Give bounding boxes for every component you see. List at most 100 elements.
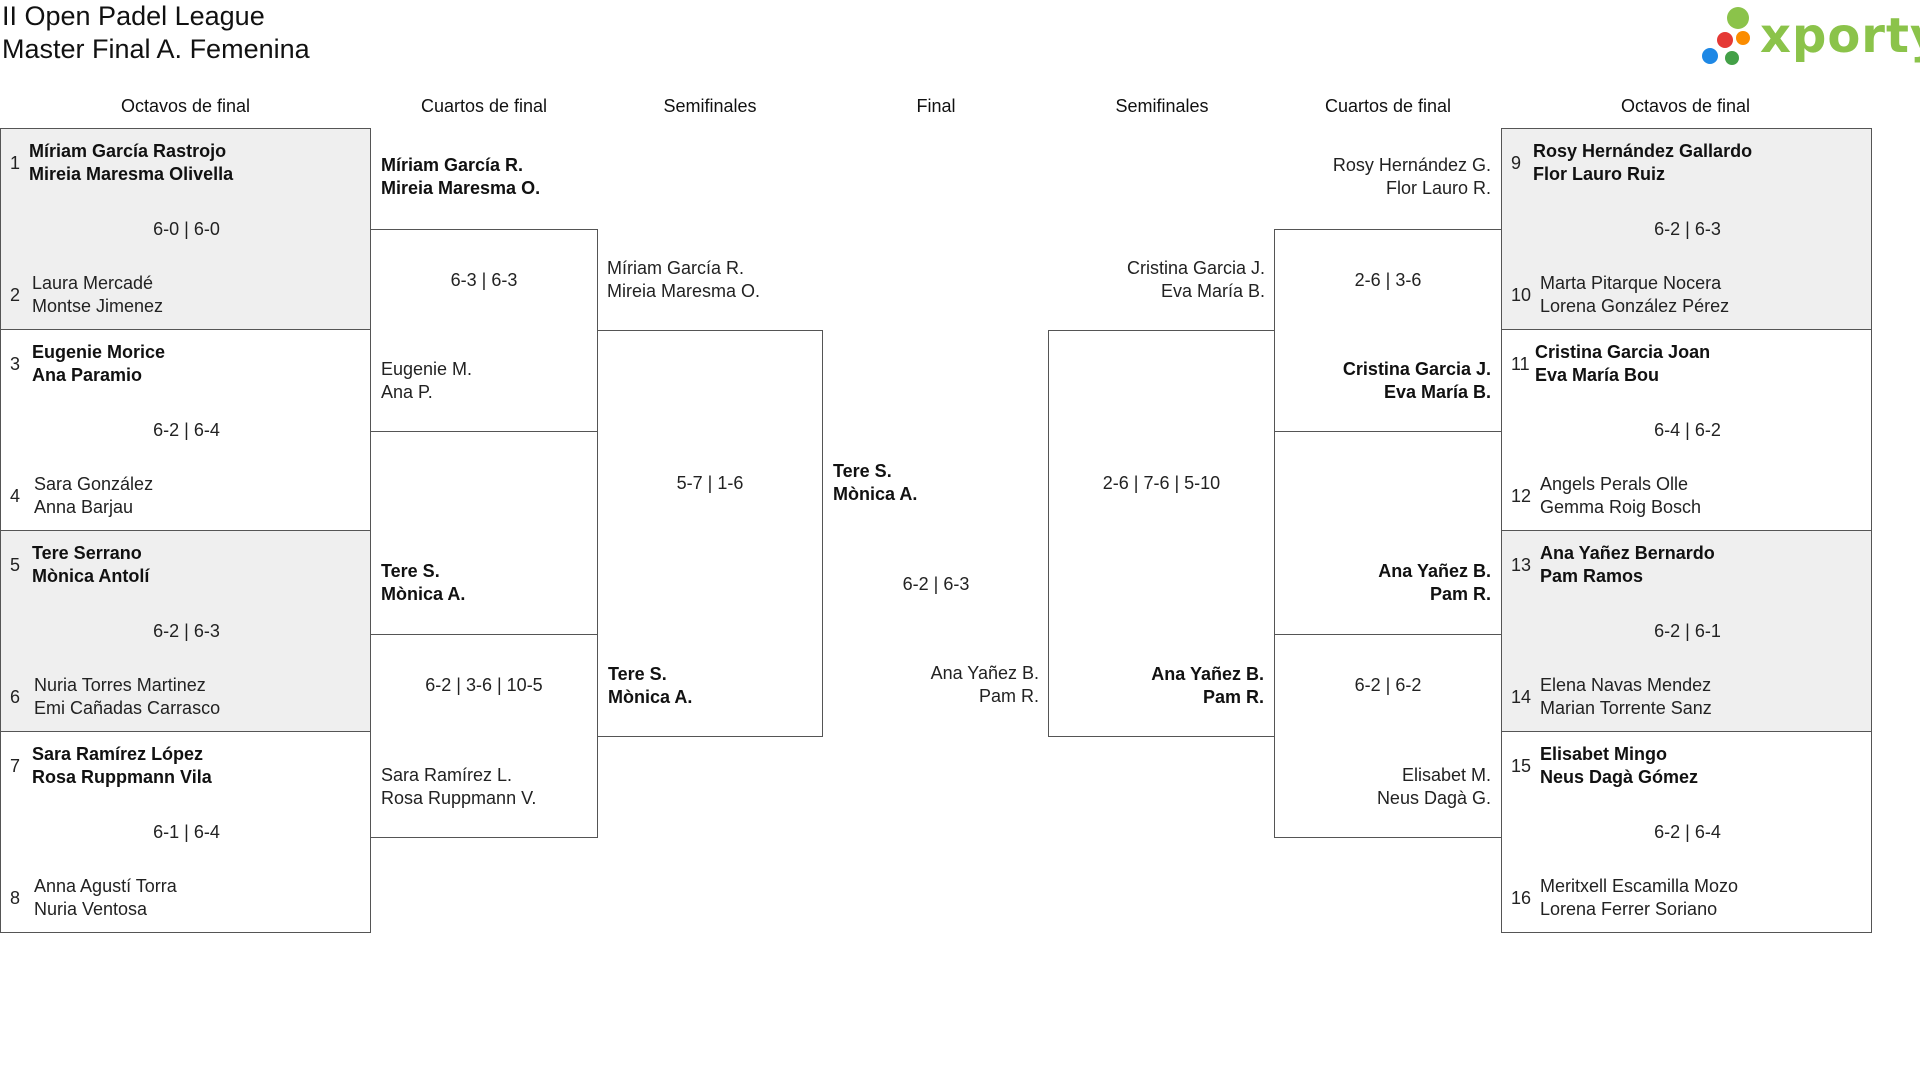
- team-a-player-1: Míriam García Rastrojo: [29, 141, 227, 161]
- match-score: 2-6 | 7-6 | 5-10: [1102, 473, 1221, 493]
- team-b-player-1: Anna Agustí Torra: [34, 876, 177, 896]
- match-score: 6-2 | 3-6 | 10-5: [425, 675, 543, 695]
- team-b-player-2: Marian Torrente Sanz: [1540, 698, 1712, 718]
- team-b-player-2: Rosa Ruppmann V.: [381, 788, 537, 808]
- seed-number: 12: [1511, 486, 1532, 506]
- right-r16-match-2[interactable]: 11 Cristina Garcia Joan Eva María Bou 6-…: [1501, 329, 1872, 531]
- seed-number: 5: [10, 555, 21, 575]
- match-score: 6-2 | 6-4: [153, 420, 220, 440]
- right-sf-team-a-player-1: Cristina Garcia J.: [1126, 258, 1265, 278]
- page-title: II Open Padel League Master Final A. Fem…: [2, 0, 310, 66]
- col-header-right-r16: Octavos de final: [1620, 96, 1751, 116]
- team-a-player-2: Rosa Ruppmann Vila: [32, 767, 212, 787]
- seed-number: 4: [10, 486, 21, 506]
- match-score: 6-0 | 6-0: [153, 219, 220, 239]
- right-r16-match-3[interactable]: 13 Ana Yañez Bernardo Pam Ramos 6-2 | 6-…: [1501, 530, 1872, 732]
- team-b-player-2: Nuria Ventosa: [34, 899, 148, 919]
- team-b-player-2: Gemma Roig Bosch: [1540, 497, 1702, 517]
- final-team-a-player-1: Tere S.: [833, 461, 892, 481]
- final-score: 6-2 | 6-3: [902, 574, 970, 594]
- left-qf-match-1[interactable]: 6-3 | 6-3 Eugenie M. Ana P.: [370, 229, 598, 432]
- right-qf-match-1[interactable]: 2-6 | 3-6 Cristina Garcia J. Eva María B…: [1274, 229, 1502, 432]
- team-a-player-2: Mònica Antolí: [32, 566, 150, 586]
- seed-number: 15: [1511, 756, 1532, 776]
- left-qf-2-team-a-player-2: Mònica A.: [381, 584, 466, 604]
- team-b-player-2: Ana P.: [381, 382, 433, 402]
- xporty-logo: xporty: [1698, 4, 1920, 70]
- team-a-player-1: Tere Serrano: [32, 543, 142, 563]
- match-score: 6-2 | 6-2: [1354, 675, 1422, 695]
- seed-number: 6: [10, 687, 21, 707]
- title-line-1: II Open Padel League: [2, 1, 265, 31]
- team-a-player-2: Flor Lauro Ruiz: [1533, 164, 1665, 184]
- right-sf-team-a-player-2: Eva María B.: [1160, 281, 1265, 301]
- team-b-player-2: Anna Barjau: [34, 497, 134, 517]
- team-a-player-1: Rosy Hernández Gallardo: [1533, 141, 1753, 161]
- left-qf-match-2[interactable]: 6-2 | 3-6 | 10-5 Sara Ramírez L. Rosa Ru…: [370, 634, 598, 838]
- final-team-b-player-1: Ana Yañez B.: [930, 663, 1039, 683]
- team-a-player-2: Pam Ramos: [1540, 566, 1644, 586]
- seed-number: 11: [1511, 354, 1530, 374]
- match-score: 6-2 | 6-4: [1654, 822, 1721, 842]
- team-b-player-1: Eugenie M.: [381, 359, 473, 379]
- left-r16-match-4[interactable]: 7 Sara Ramírez López Rosa Ruppmann Vila …: [0, 731, 371, 933]
- final-team-b-player-2: Pam R.: [978, 686, 1039, 706]
- logo-text: xporty: [1760, 8, 1920, 64]
- left-sf-team-a-player-1: Míriam García R.: [607, 258, 745, 278]
- left-qf-2-team-a-player-1: Tere S.: [381, 561, 440, 581]
- team-b-player-1: Tere S.: [608, 664, 667, 684]
- team-a-player-1: Cristina Garcia Joan: [1535, 342, 1711, 362]
- col-header-left-r16: Octavos de final: [120, 96, 251, 116]
- team-a-player-1: Elisabet Mingo: [1540, 744, 1668, 764]
- team-b-player-1: Nuria Torres Martinez: [34, 675, 206, 695]
- col-header-left-qf: Cuartos de final: [420, 96, 548, 116]
- col-header-right-qf: Cuartos de final: [1324, 96, 1452, 116]
- team-b-player-1: Ana Yañez B.: [1151, 664, 1264, 684]
- team-a-player-2: Ana Paramio: [32, 365, 143, 385]
- col-header-left-sf: Semifinales: [663, 96, 757, 116]
- right-r16-match-1[interactable]: 9 Rosy Hernández Gallardo Flor Lauro Rui…: [1501, 128, 1872, 330]
- seed-number: 2: [10, 285, 21, 305]
- right-qf-match-2[interactable]: 6-2 | 6-2 Elisabet M. Neus Dagà G.: [1274, 634, 1502, 838]
- team-b-player-2: Lorena Ferrer Soriano: [1540, 899, 1718, 919]
- left-qf-1-team-a-player-1: Míriam García R.: [381, 155, 524, 175]
- left-r16-match-2[interactable]: 3 Eugenie Morice Ana Paramio 6-2 | 6-4 4…: [0, 329, 371, 531]
- team-a-player-2: Neus Dagà Gómez: [1540, 767, 1699, 787]
- right-qf-2-team-a-player-1: Ana Yañez B.: [1378, 561, 1491, 581]
- seed-number: 7: [10, 756, 21, 776]
- seed-number: 10: [1511, 285, 1532, 305]
- right-qf-2-team-a-player-2: Pam R.: [1429, 584, 1491, 604]
- title-line-2: Master Final A. Femenina: [2, 34, 310, 64]
- team-b-player-1: Laura Mercadé: [32, 273, 154, 293]
- team-a-player-2: Mireia Maresma Olivella: [29, 164, 234, 184]
- match-score: 6-2 | 6-3: [153, 621, 220, 641]
- match-score: 6-1 | 6-4: [153, 822, 220, 842]
- seed-number: 13: [1511, 555, 1532, 575]
- match-score: 6-4 | 6-2: [1654, 420, 1721, 440]
- team-b-player-1: Sara Ramírez L.: [381, 765, 513, 785]
- match-score: 5-7 | 1-6: [676, 473, 744, 493]
- team-b-player-2: Emi Cañadas Carrasco: [34, 698, 221, 718]
- team-b-player-1: Sara González: [34, 474, 154, 494]
- left-sf-match[interactable]: 5-7 | 1-6 Tere S. Mònica A.: [597, 330, 823, 737]
- team-b-player-1: Elena Navas Mendez: [1540, 675, 1712, 695]
- team-a-player-2: Eva María Bou: [1535, 365, 1660, 385]
- team-b-player-1: Cristina Garcia J.: [1342, 359, 1491, 379]
- team-b-player-1: Angels Perals Olle: [1540, 474, 1689, 494]
- right-sf-match[interactable]: 2-6 | 7-6 | 5-10 Ana Yañez B. Pam R.: [1048, 330, 1275, 737]
- team-b-player-2: Pam R.: [1202, 687, 1264, 707]
- seed-number: 8: [10, 888, 21, 908]
- seed-number: 14: [1511, 687, 1532, 707]
- team-b-player-1: Marta Pitarque Nocera: [1540, 273, 1722, 293]
- left-r16-match-3[interactable]: 5 Tere Serrano Mònica Antolí 6-2 | 6-3 6…: [0, 530, 371, 732]
- col-header-right-sf: Semifinales: [1115, 96, 1209, 116]
- team-a-player-1: Sara Ramírez López: [32, 744, 204, 764]
- right-r16-match-4[interactable]: 15 Elisabet Mingo Neus Dagà Gómez 6-2 | …: [1501, 731, 1872, 933]
- team-b-player-2: Neus Dagà G.: [1376, 788, 1491, 808]
- team-b-player-2: Montse Jimenez: [32, 296, 164, 316]
- team-b-player-2: Eva María B.: [1383, 382, 1491, 402]
- team-b-player-2: Mònica A.: [608, 687, 693, 707]
- left-r16-match-1[interactable]: 1 Míriam García Rastrojo Mireia Maresma …: [0, 128, 371, 330]
- match-score: 6-2 | 6-1: [1654, 621, 1721, 641]
- match-score: 2-6 | 3-6: [1354, 270, 1422, 290]
